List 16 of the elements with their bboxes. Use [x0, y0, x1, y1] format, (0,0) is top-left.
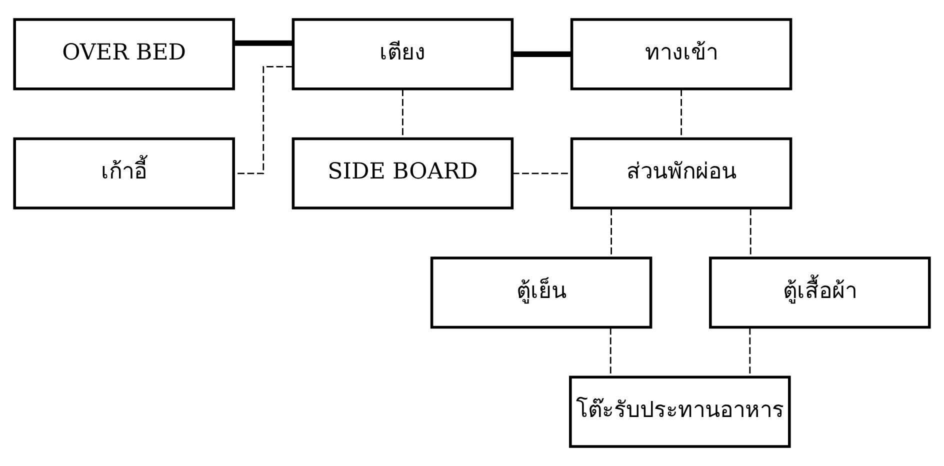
connector [750, 208, 752, 258]
node-box: ทางเข้า [570, 18, 792, 90]
node-box: ส่วนพักผ่อน [570, 137, 792, 210]
node-box: ตู้เสื้อผ้า [709, 256, 931, 329]
node-box: ตู้เย็น [430, 256, 652, 329]
node-box: เก้าอี้ [13, 137, 235, 210]
node-box: โต๊ะรับประทานอาหาร [569, 376, 791, 448]
connector [402, 89, 404, 139]
connector [512, 172, 572, 174]
node-box: SIDE BOARD [292, 137, 514, 210]
connector [512, 51, 572, 57]
node-box: เตียง [292, 18, 514, 90]
connector [234, 40, 294, 46]
connector [680, 89, 682, 139]
node-box: OVER BED [13, 18, 235, 90]
connector [610, 208, 612, 258]
